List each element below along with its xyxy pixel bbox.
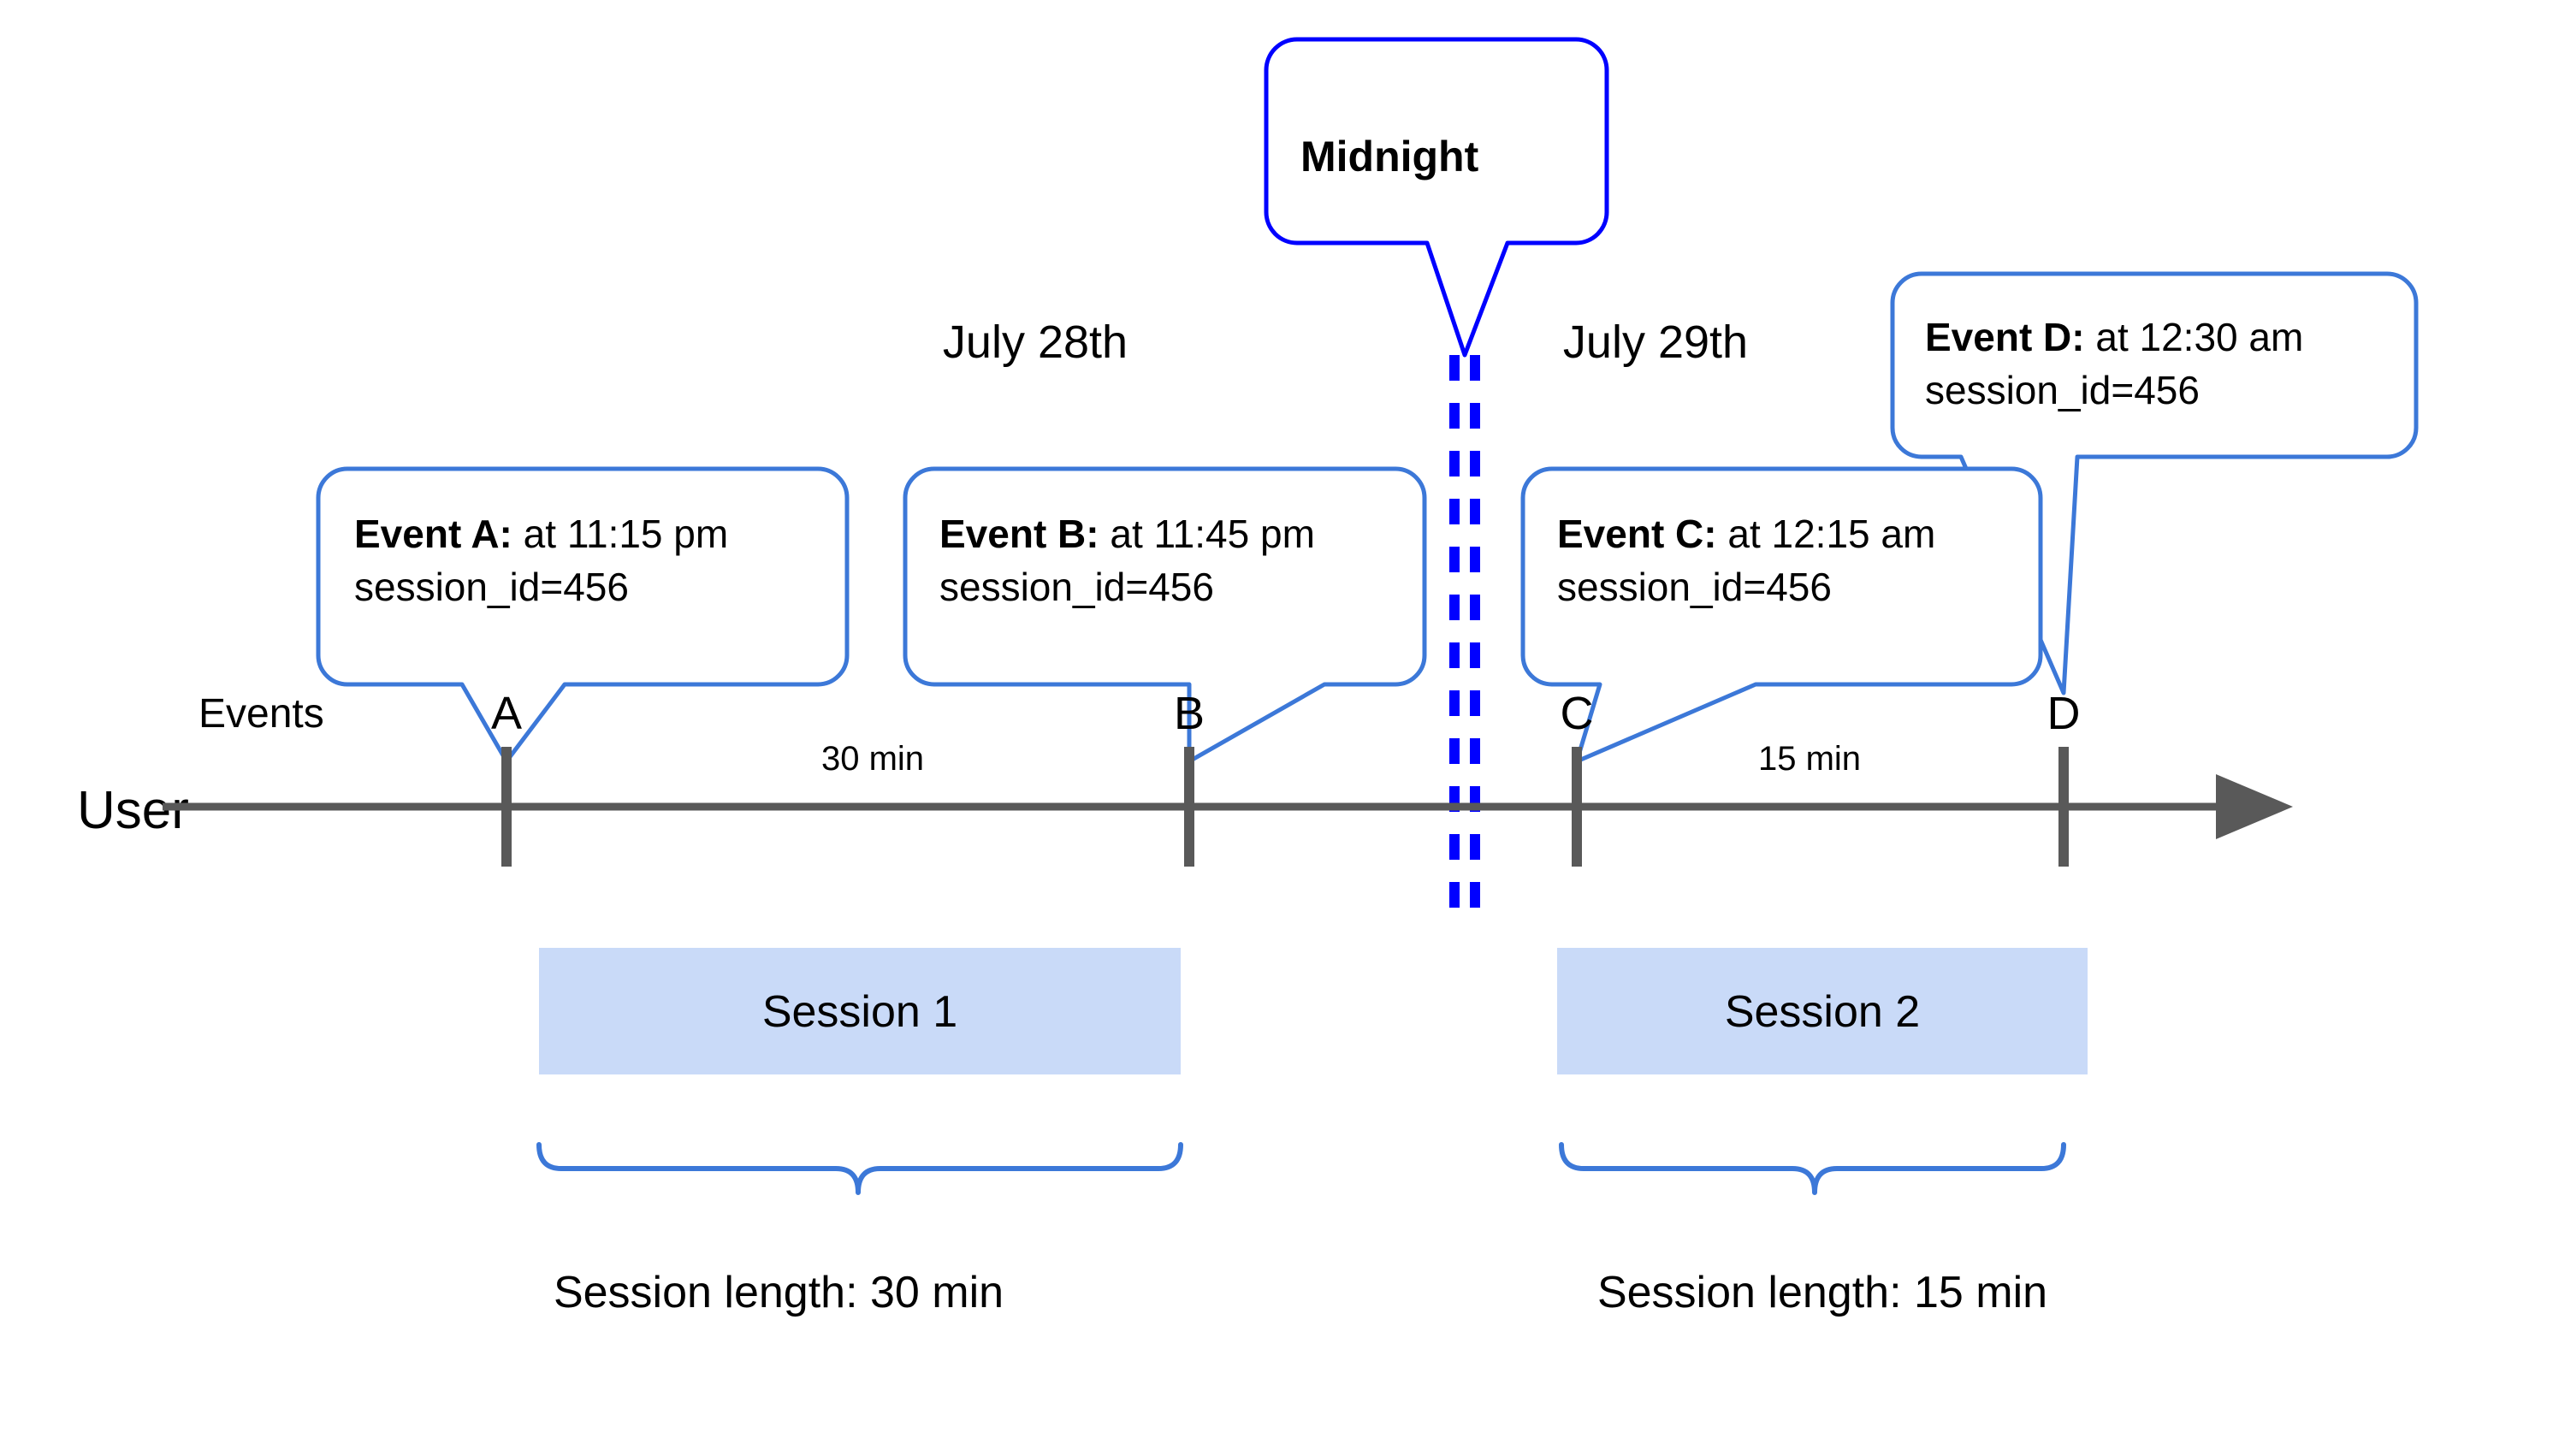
callout-event-a-line1: Event A: at 11:15 pm [354, 512, 728, 556]
events-row-label: Events [198, 691, 324, 737]
midnight-callout: Midnight [1264, 37, 1609, 358]
callout-event-c-bold: Event C: [1557, 512, 1717, 556]
callout-event-b-line2: session_id=456 [939, 565, 1214, 609]
callout-event-a-line2: session_id=456 [354, 565, 629, 609]
session-2-caption: Session length: 15 min [1597, 1268, 2047, 1317]
tick-letter-b: B [1174, 688, 1205, 739]
callout-event-a-rest: at 11:15 pm [512, 512, 728, 556]
session-2-label: Session 2 [1725, 987, 1920, 1037]
midnight-divider-lines [1449, 355, 1480, 924]
date-label-july-29: July 29th [1563, 317, 1748, 368]
session-1-label: Session 1 [762, 987, 957, 1037]
callout-event-a: Event A: at 11:15 pm session_id=456 [316, 466, 850, 764]
timeline-arrow-head [2216, 774, 2293, 839]
session-1-caption: Session length: 30 min [554, 1268, 1004, 1317]
callout-event-d-bold: Event D: [1925, 315, 2085, 359]
callout-event-b-rest: at 11:45 pm [1099, 512, 1315, 556]
callout-event-b-line1: Event B: at 11:45 pm [939, 512, 1315, 556]
callout-event-d-rest: at 12:30 am [2085, 315, 2304, 359]
timeline-axis [163, 774, 2293, 839]
session-1-group: Session 1 Session length: 30 min [536, 948, 1183, 1317]
tick-letter-a: A [491, 688, 522, 739]
tick-letter-d: D [2047, 688, 2081, 739]
callout-event-c-rest: at 12:15 am [1717, 512, 1936, 556]
callout-event-c: Event C: at 12:15 am session_id=456 [1520, 466, 2043, 764]
gap-label-15-min: 15 min [1758, 740, 1861, 778]
callout-event-c-shape [1520, 466, 2043, 764]
session-2-box [1557, 948, 2088, 1074]
session-2-group: Session 2 Session length: 15 min [1557, 948, 2088, 1317]
session-1-brace [536, 1142, 1183, 1195]
midnight-label: Midnight [1300, 133, 1479, 181]
midnight-callout-shape [1264, 37, 1609, 358]
callout-event-c-line1: Event C: at 12:15 am [1557, 512, 1935, 556]
callout-event-b: Event B: at 11:45 pm session_id=456 [903, 466, 1427, 764]
date-label-july-28: July 28th [943, 317, 1128, 368]
timeline-tick-marks [501, 747, 2069, 867]
callout-event-a-bold: Event A: [354, 512, 512, 556]
callout-event-d-line1: Event D: at 12:30 am [1925, 315, 2303, 359]
session-1-box [539, 948, 1181, 1074]
callout-event-d-line2: session_id=456 [1925, 368, 2200, 412]
callout-event-c-line2: session_id=456 [1557, 565, 1832, 609]
callout-event-b-shape [903, 466, 1427, 764]
gap-label-30-min: 30 min [821, 740, 924, 778]
callout-event-b-bold: Event B: [939, 512, 1099, 556]
tick-letter-c: C [1561, 688, 1594, 739]
callout-event-a-shape [316, 466, 850, 764]
session-2-brace [1559, 1142, 2066, 1195]
